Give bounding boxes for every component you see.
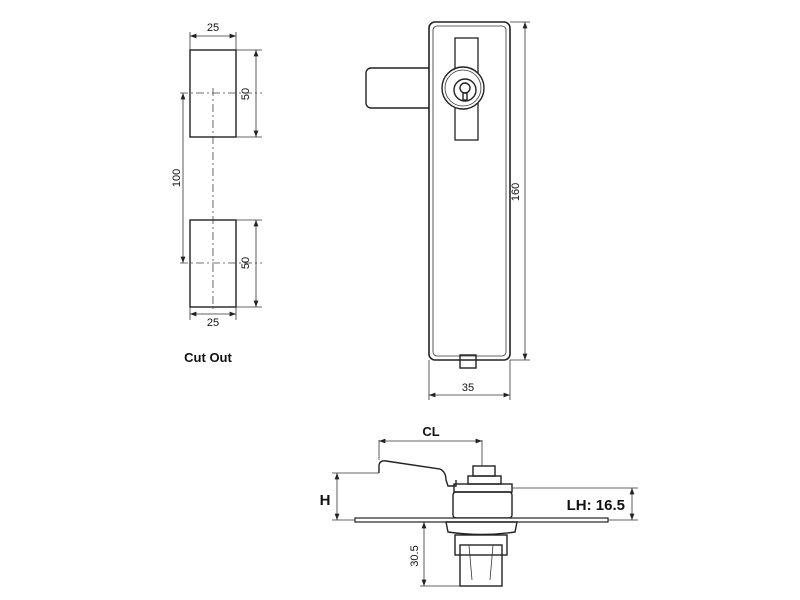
dim-height-top: 50	[240, 88, 252, 100]
dim-width: 35	[462, 382, 474, 394]
side-view: CL H LH: 16.5 30.5	[320, 424, 638, 587]
cutout-label: Cut Out	[184, 350, 232, 365]
cutout-view: 25 50 100 50 25 Cut Out	[171, 22, 262, 365]
dim-width-bottom: 25	[207, 317, 219, 329]
dim-height: 160	[510, 183, 522, 201]
dim-spacing: 100	[171, 169, 183, 187]
handle-body	[428, 21, 511, 361]
dim-height-bottom: 50	[240, 257, 252, 269]
dim-lh: LH: 16.5	[567, 497, 625, 514]
front-view: 160 35	[365, 21, 530, 400]
dim-cl: CL	[422, 424, 439, 439]
handle-paddle	[365, 67, 435, 109]
dim-width-top: 25	[207, 22, 219, 34]
side-handle	[378, 460, 457, 487]
dim-h: H	[320, 492, 331, 509]
dim-depth: 30.5	[409, 545, 421, 566]
lock-cylinder	[441, 66, 485, 110]
